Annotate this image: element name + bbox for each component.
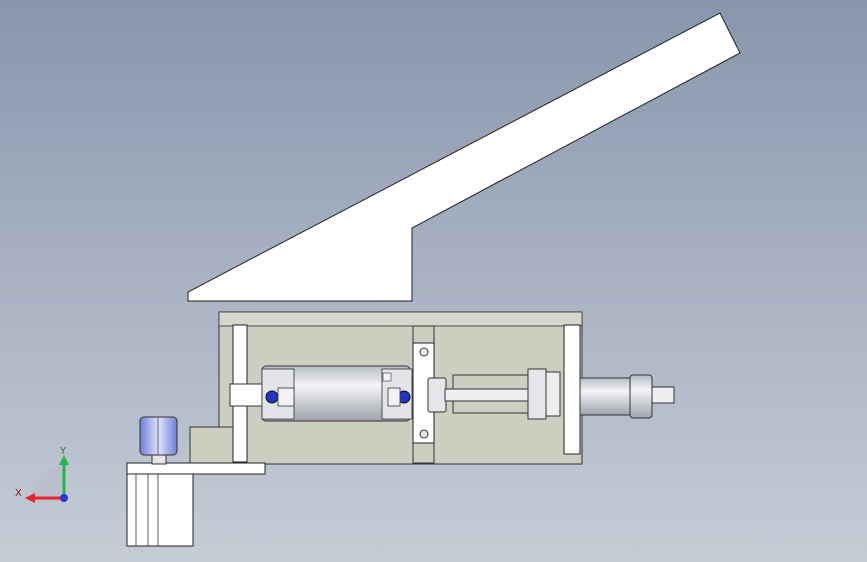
rod-collar — [527, 368, 547, 420]
rear-stub — [229, 383, 263, 407]
bolt-icon — [419, 347, 429, 357]
output-shaft[interactable] — [579, 377, 631, 416]
gearbox[interactable] — [126, 473, 194, 547]
output-shaft-step — [629, 374, 653, 419]
y-arrowhead-icon — [59, 455, 69, 465]
x-axis-label: X — [15, 488, 22, 499]
bolt-icon — [419, 429, 429, 439]
pedal-lever[interactable] — [187, 12, 741, 302]
mark-icon — [382, 372, 392, 382]
base-step — [189, 426, 236, 465]
x-arrowhead-icon — [25, 493, 35, 503]
output-shaft-tip — [651, 386, 675, 404]
rod-nut — [427, 377, 447, 413]
motor-bracket[interactable] — [126, 462, 266, 475]
triad-base-icon — [30, 467, 64, 501]
air-fitting-icon — [265, 390, 279, 404]
fitting-nut — [387, 387, 401, 407]
right-support-plate[interactable] — [563, 324, 581, 455]
base-plate-top-strip — [218, 311, 583, 327]
motor[interactable] — [139, 416, 178, 456]
rod-collar — [545, 371, 561, 417]
fitting-nut — [277, 387, 295, 407]
y-axis-label: Y — [59, 446, 67, 457]
z-axis-dot — [60, 494, 68, 502]
coordinate-triad: Y X — [15, 446, 69, 503]
